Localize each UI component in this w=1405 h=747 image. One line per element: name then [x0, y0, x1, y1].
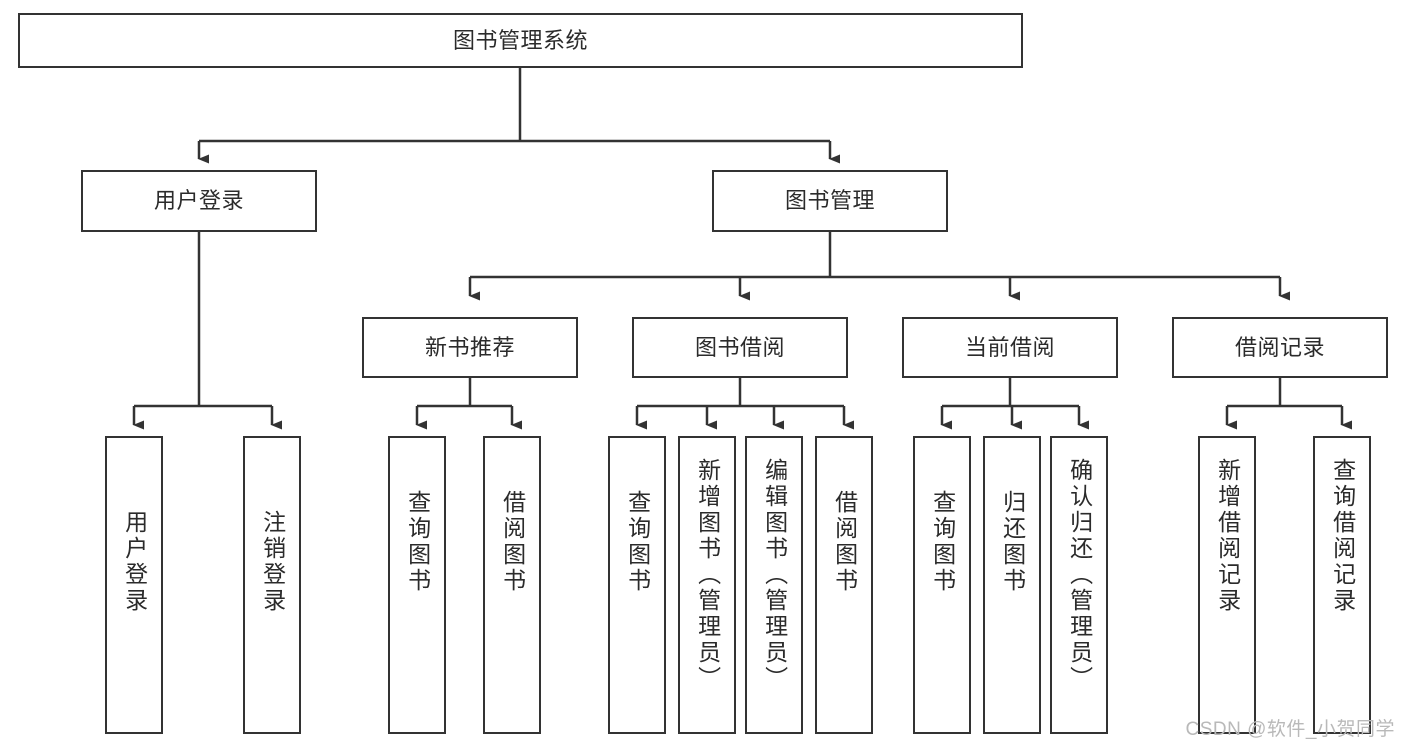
- leaf-borrow-record-1-label: 查询借阅记录: [1329, 458, 1356, 614]
- leaf-new-book-0[interactable]: 查询图书: [388, 436, 446, 734]
- node-user-login[interactable]: 用户登录: [81, 170, 317, 232]
- leaf-new-book-0-label: 查询图书: [404, 490, 431, 594]
- leaf-user-login-1[interactable]: 注销登录: [243, 436, 301, 734]
- leaf-current-borrow-2[interactable]: 确认归还（管理员）: [1050, 436, 1108, 734]
- node-book-borrow-label: 图书借阅: [694, 334, 785, 360]
- node-root-label: 图书管理系统: [452, 27, 588, 53]
- node-current-borrow-label: 当前借阅: [964, 334, 1055, 360]
- leaf-user-login-0-label: 用户登录: [121, 510, 148, 614]
- leaf-user-login-0[interactable]: 用户登录: [105, 436, 163, 734]
- node-book-manage[interactable]: 图书管理: [712, 170, 948, 232]
- leaf-current-borrow-0[interactable]: 查询图书: [913, 436, 971, 734]
- leaf-borrow-record-0-label: 新增借阅记录: [1214, 458, 1241, 614]
- leaf-current-borrow-2-label: 确认归还（管理员）: [1066, 458, 1093, 692]
- leaf-current-borrow-1[interactable]: 归还图书: [983, 436, 1041, 734]
- node-root[interactable]: 图书管理系统: [18, 13, 1023, 68]
- node-borrow-record[interactable]: 借阅记录: [1172, 317, 1388, 378]
- leaf-borrow-record-1[interactable]: 查询借阅记录: [1313, 436, 1371, 734]
- node-borrow-record-label: 借阅记录: [1234, 334, 1325, 360]
- leaf-book-borrow-3-label: 借阅图书: [831, 490, 858, 594]
- leaf-new-book-1[interactable]: 借阅图书: [483, 436, 541, 734]
- leaf-current-borrow-1-label: 归还图书: [999, 490, 1026, 594]
- leaf-borrow-record-0[interactable]: 新增借阅记录: [1198, 436, 1256, 734]
- leaf-user-login-1-label: 注销登录: [259, 510, 286, 614]
- leaf-book-borrow-2[interactable]: 编辑图书（管理员）: [745, 436, 803, 734]
- node-book-borrow[interactable]: 图书借阅: [632, 317, 848, 378]
- node-current-borrow[interactable]: 当前借阅: [902, 317, 1118, 378]
- node-new-book-recommend[interactable]: 新书推荐: [362, 317, 578, 378]
- leaf-book-borrow-3[interactable]: 借阅图书: [815, 436, 873, 734]
- leaf-book-borrow-2-label: 编辑图书（管理员）: [761, 458, 788, 692]
- node-book-manage-label: 图书管理: [784, 188, 875, 214]
- leaf-book-borrow-0-label: 查询图书: [624, 490, 651, 594]
- node-user-login-label: 用户登录: [153, 188, 244, 214]
- leaf-new-book-1-label: 借阅图书: [499, 490, 526, 594]
- leaf-book-borrow-1[interactable]: 新增图书（管理员）: [678, 436, 736, 734]
- leaf-book-borrow-1-label: 新增图书（管理员）: [694, 458, 721, 692]
- node-new-book-recommend-label: 新书推荐: [424, 334, 515, 360]
- watermark-text: CSDN @软件_小贺同学: [1185, 719, 1395, 740]
- leaf-current-borrow-0-label: 查询图书: [929, 490, 956, 594]
- leaf-book-borrow-0[interactable]: 查询图书: [608, 436, 666, 734]
